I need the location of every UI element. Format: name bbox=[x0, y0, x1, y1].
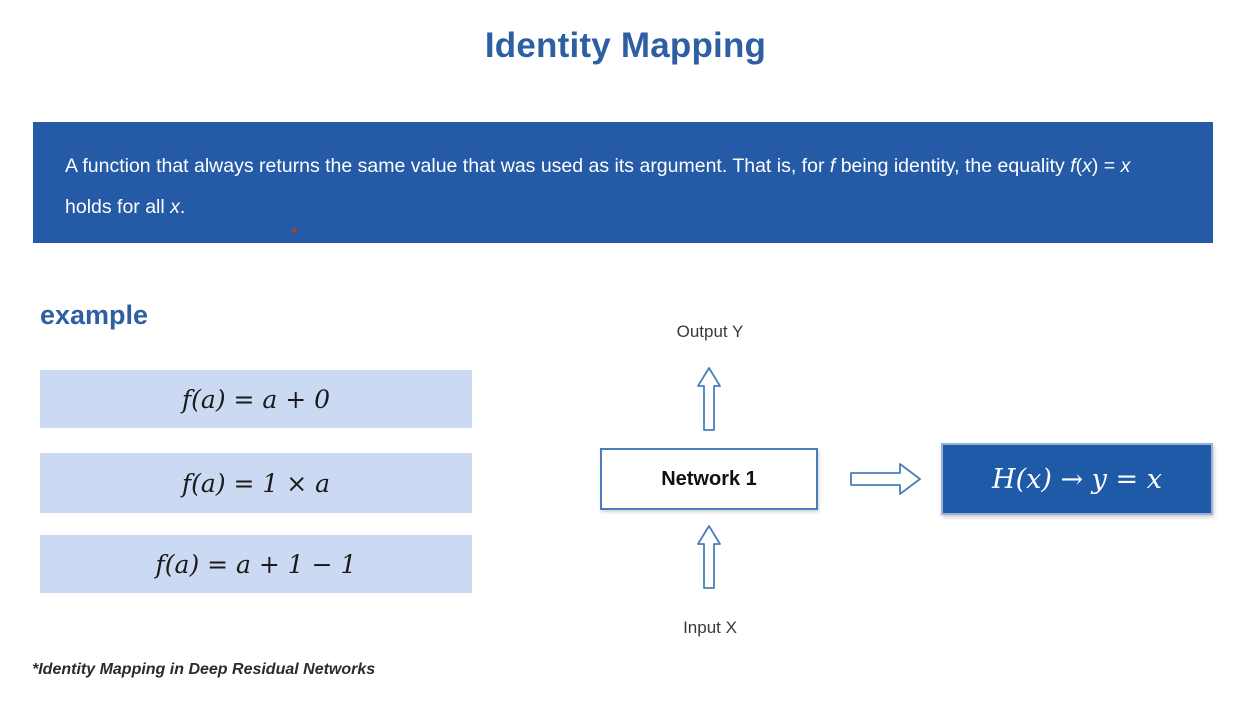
arrow-up-outline-icon bbox=[695, 524, 723, 590]
formula-text: f(a) = 1 × a bbox=[181, 468, 331, 498]
arrow-up-outline-icon bbox=[695, 366, 723, 432]
red-annotation-mark bbox=[292, 228, 297, 233]
formula-text: f(a) = a + 1 − 1 bbox=[155, 549, 357, 579]
example-heading: example bbox=[40, 300, 149, 330]
definition-equation-paren-open: ( bbox=[1075, 155, 1083, 177]
formula-box: f(a) = a + 0 bbox=[40, 370, 472, 428]
definition-equation-paren-close: ) bbox=[1091, 155, 1099, 177]
result-equation: H(x) → y = x bbox=[992, 463, 1162, 495]
definition-part2: being identity, the equality bbox=[835, 155, 1071, 177]
network-box[interactable]: Network 1 bbox=[600, 448, 818, 510]
definition-text: A function that always returns the same … bbox=[65, 146, 1181, 228]
formula-text: f(a) = a + 0 bbox=[181, 384, 331, 414]
definition-part3: holds for all bbox=[65, 196, 171, 218]
definition-equation-x2: x bbox=[1120, 155, 1131, 177]
page-title: Identity Mapping bbox=[484, 26, 767, 65]
definition-banner: A function that always returns the same … bbox=[33, 122, 1213, 243]
definition-period: . bbox=[179, 196, 186, 218]
definition-equation-f: f bbox=[1070, 155, 1076, 177]
formula-box: f(a) = 1 × a bbox=[40, 453, 472, 513]
result-box: H(x) → y = x bbox=[941, 443, 1213, 515]
footnote: *Identity Mapping in Deep Residual Netwo… bbox=[32, 661, 376, 678]
definition-f-italic: f bbox=[829, 155, 836, 177]
input-label: Input X bbox=[683, 618, 737, 637]
definition-equation-x1: x bbox=[1082, 155, 1092, 177]
output-label: Output Y bbox=[676, 322, 744, 341]
arrow-right-outline-icon bbox=[850, 462, 922, 496]
definition-part1: A function that always returns the same … bbox=[65, 155, 830, 177]
network-box-label: Network 1 bbox=[661, 467, 757, 490]
formula-box: f(a) = a + 1 − 1 bbox=[40, 535, 472, 593]
definition-x-final: x bbox=[170, 196, 180, 218]
definition-equation-equals: = bbox=[1098, 155, 1121, 177]
